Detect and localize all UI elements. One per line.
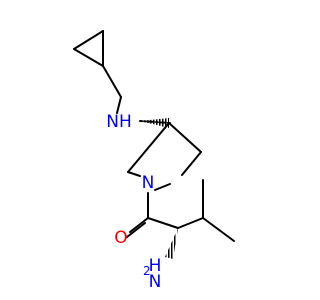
molecule-canvas: NH N O H N 2 xyxy=(73,30,235,292)
nh-label: NH xyxy=(106,112,132,132)
hashed-wedge-alpha-nh2 xyxy=(165,228,178,259)
nh2-h-label: H xyxy=(149,256,162,276)
bond-cp-ch2 xyxy=(102,65,122,98)
ring-n-label: N xyxy=(142,173,155,193)
nh2-n-label: N xyxy=(149,272,162,292)
bond-ch2-nh xyxy=(116,96,122,114)
bond-r1 xyxy=(168,122,202,153)
hashed-wedge-c3-nh xyxy=(139,118,171,128)
bond-r4 xyxy=(127,122,170,173)
molecule-structure: NH N O H N 2 xyxy=(73,30,235,292)
bond-cp1 xyxy=(73,30,104,50)
pyrrolidine-ring xyxy=(127,122,202,191)
bond-r3 xyxy=(127,171,141,177)
bond-alpha-ipr xyxy=(177,217,204,229)
bond-cp3 xyxy=(73,48,104,67)
cyclopropyl-ring xyxy=(73,30,104,67)
carbonyl-o-label: O xyxy=(114,228,127,248)
bond-r5 xyxy=(154,183,171,191)
nh2-subscript: 2 xyxy=(143,264,151,278)
bond-co-1 xyxy=(129,217,149,233)
bond-co-2 xyxy=(126,222,146,238)
bond-ipr-me2 xyxy=(202,217,235,242)
bond-r2 xyxy=(181,151,202,176)
bond-carbonyl-alpha xyxy=(147,217,179,229)
nh2-label: H N 2 xyxy=(143,256,161,292)
